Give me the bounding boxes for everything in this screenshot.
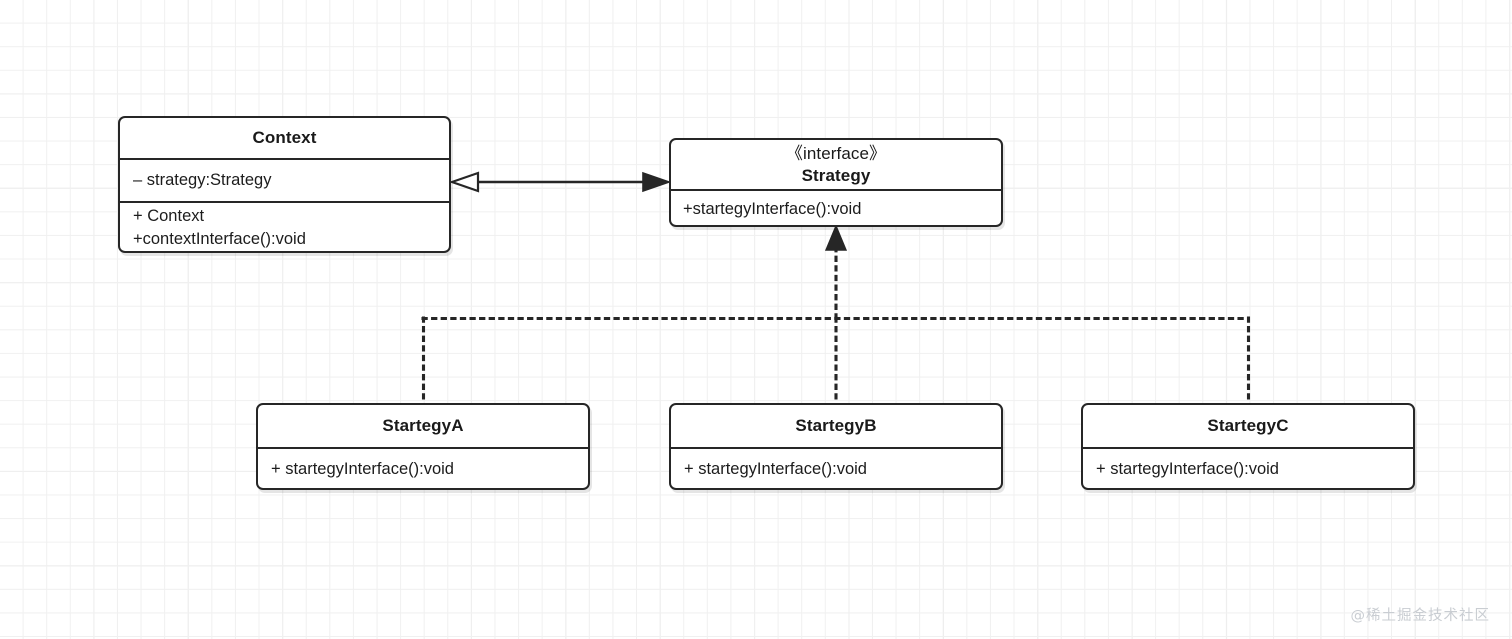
- operation-item: + startegyInterface():void: [271, 460, 454, 478]
- realization-arrowhead-icon: [824, 224, 848, 251]
- attributes-context: – strategy:Strategy: [120, 160, 449, 201]
- class-title-startegy-b: StartegyB: [671, 405, 1001, 447]
- class-name-strategy: Strategy: [801, 165, 871, 185]
- operations-strategy: +startegyInterface():void: [671, 191, 1001, 225]
- class-title-startegy-a: StartegyA: [258, 405, 588, 447]
- compartment-divider: [671, 447, 1001, 449]
- operation-item: + startegyInterface():void: [1096, 460, 1279, 478]
- stereotype-label: 《interface》: [785, 143, 887, 163]
- compartment-divider: [1083, 447, 1413, 449]
- open-arrowhead-icon: [448, 171, 480, 193]
- operations-startegy-c: + startegyInterface():void: [1083, 449, 1413, 488]
- operation-item: +startegyInterface():void: [683, 200, 862, 218]
- class-box-startegy-c[interactable]: StartegyC + startegyInterface():void: [1081, 403, 1415, 490]
- compartment-divider: [671, 189, 1001, 191]
- filled-arrowhead-icon: [642, 171, 672, 193]
- compartment-divider: [120, 201, 449, 203]
- operation-item: + Context: [133, 206, 205, 225]
- edge-realization-tree: [421, 238, 1251, 405]
- compartment-divider: [120, 158, 449, 160]
- class-name-context: Context: [252, 128, 317, 147]
- edge-context-strategy: [448, 171, 672, 193]
- class-title-startegy-c: StartegyC: [1083, 405, 1413, 447]
- class-title-context: Context: [120, 118, 449, 158]
- compartment-divider: [258, 447, 588, 449]
- class-name-startegy-b: StartegyB: [795, 416, 877, 435]
- class-name-startegy-a: StartegyA: [382, 416, 464, 435]
- operations-startegy-b: + startegyInterface():void: [671, 449, 1001, 488]
- attribute-item: – strategy:Strategy: [133, 171, 272, 189]
- class-box-startegy-a[interactable]: StartegyA + startegyInterface():void: [256, 403, 590, 490]
- operation-item: + startegyInterface():void: [684, 460, 867, 478]
- class-box-startegy-b[interactable]: StartegyB + startegyInterface():void: [669, 403, 1003, 490]
- operations-context: + Context +contextInterface():void: [120, 203, 449, 251]
- watermark: @稀土掘金技术社区: [1350, 608, 1490, 624]
- operation-item: +contextInterface():void: [133, 229, 306, 248]
- class-box-strategy[interactable]: 《interface》 Strategy +startegyInterface(…: [669, 138, 1003, 227]
- class-box-context[interactable]: Context – strategy:Strategy + Context +c…: [118, 116, 451, 253]
- class-name-startegy-c: StartegyC: [1207, 416, 1289, 435]
- operations-startegy-a: + startegyInterface():void: [258, 449, 588, 488]
- class-title-strategy: 《interface》 Strategy: [671, 140, 1001, 189]
